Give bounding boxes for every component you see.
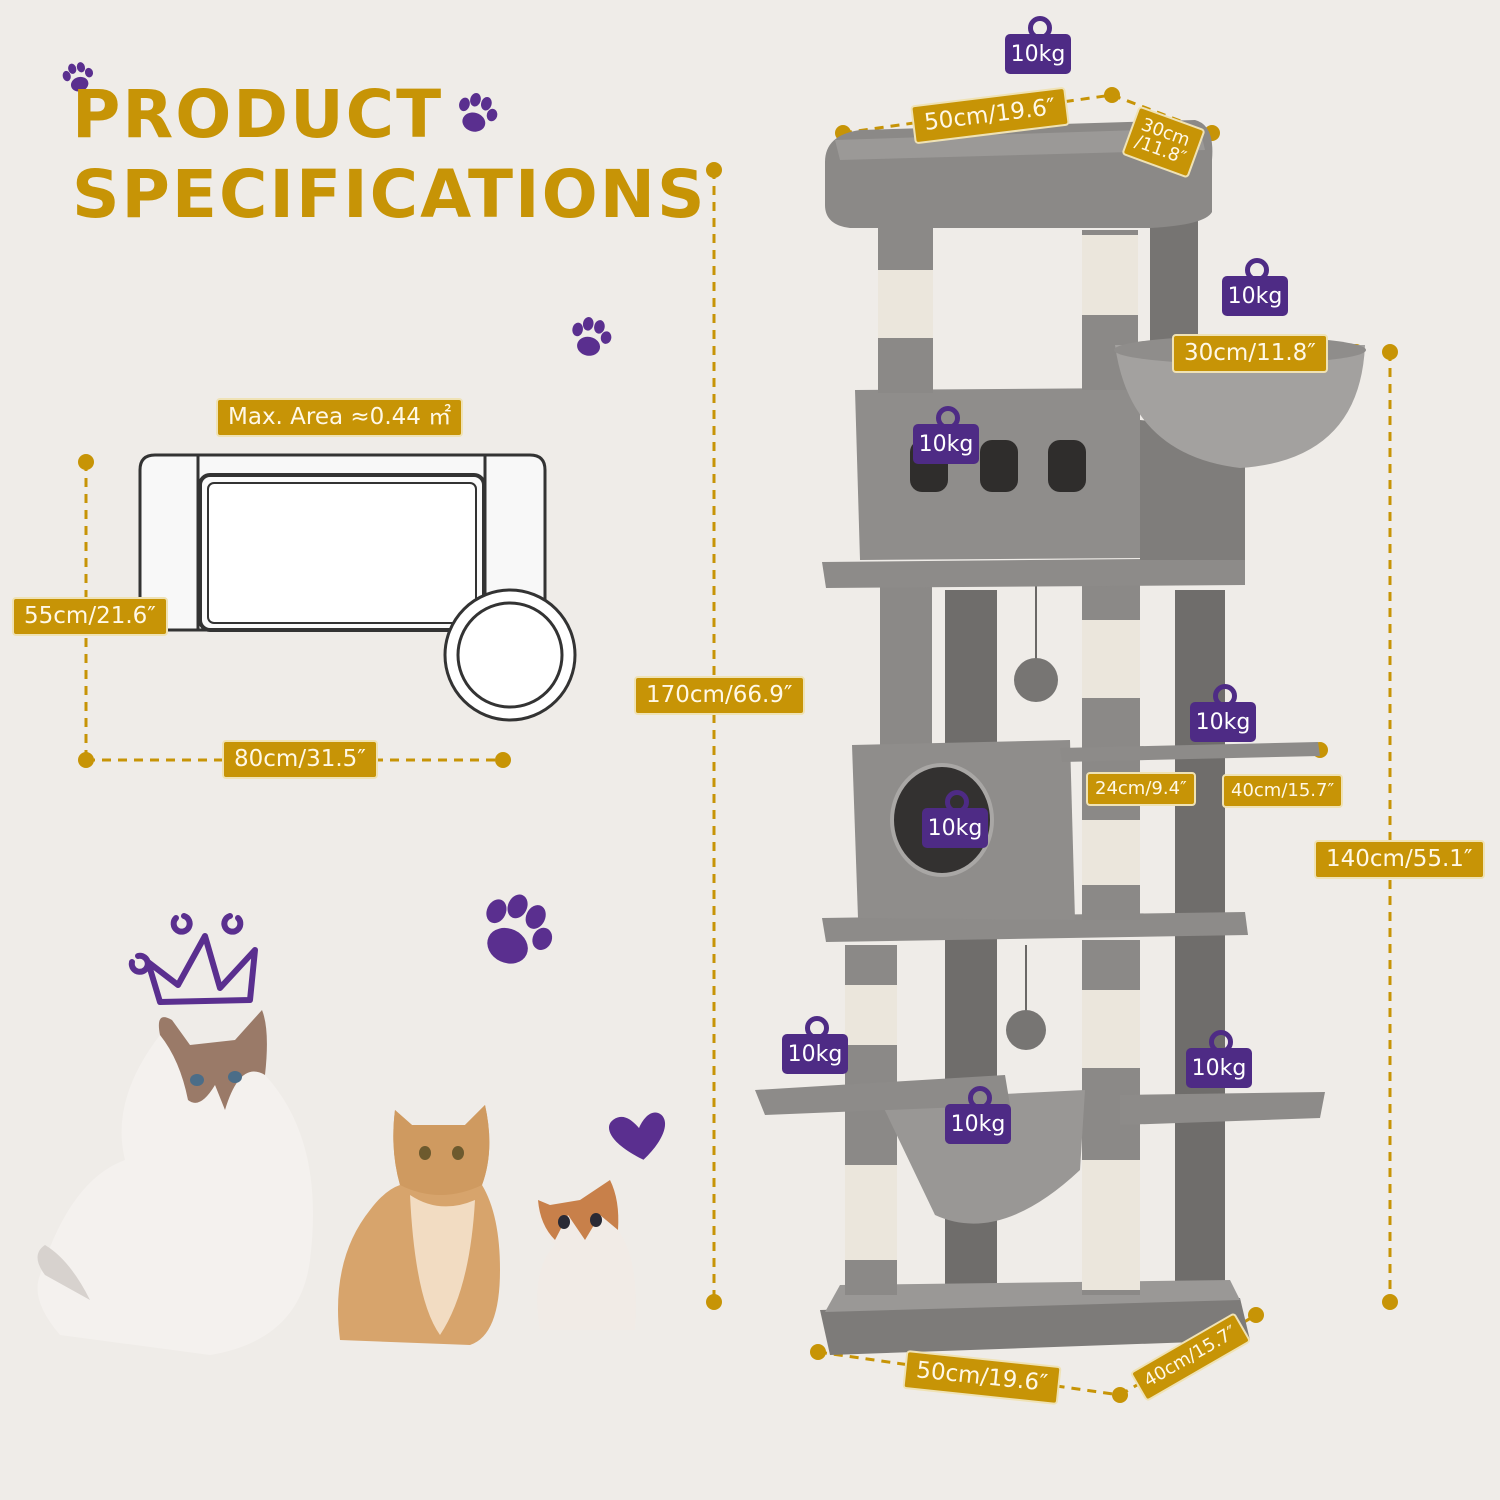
perch-length-label: 40cm/15.7″	[1222, 774, 1344, 808]
golden-shorthair-cat	[338, 1105, 500, 1345]
weight-icon: 10kg	[1222, 258, 1288, 316]
weight-icon: 10kg	[1005, 16, 1071, 74]
paw-icon	[453, 89, 502, 137]
max-area-label: Max. Area ≈0.44 ㎡	[216, 398, 464, 437]
floor-plan	[138, 453, 577, 722]
perch-width-label: 24cm/9.4″	[1086, 772, 1196, 806]
perch-load: 10kg	[1190, 702, 1256, 742]
page-title-line-1: PRODUCT	[72, 76, 444, 153]
kitten	[537, 1180, 636, 1330]
paw-icon	[568, 314, 615, 360]
right-platform-load: 10kg	[1186, 1048, 1252, 1088]
footprint-width-label: 80cm/31.5″	[222, 740, 378, 779]
weight-icon: 10kg	[1190, 684, 1256, 742]
basket-height-label: 140cm/55.1″	[1314, 840, 1485, 879]
basket-diameter-label: 30cm/11.8″	[1172, 334, 1328, 373]
weight-icon: 10kg	[945, 1086, 1011, 1144]
footprint-depth-label: 55cm/21.6″	[12, 597, 168, 636]
paw-icon	[469, 883, 565, 978]
weight-icon: 10kg	[1186, 1030, 1252, 1088]
basket-load: 10kg	[1222, 276, 1288, 316]
weight-icon: 10kg	[782, 1016, 848, 1074]
weight-icon: 10kg	[913, 406, 979, 464]
page-title-line-2: SPECIFICATIONS	[72, 156, 707, 233]
crown-icon	[128, 913, 258, 1005]
heart-icon	[609, 1112, 666, 1160]
ragdoll-cat	[37, 1010, 313, 1355]
upper-condo-load: 10kg	[913, 424, 979, 464]
weight-icon: 10kg	[922, 790, 988, 848]
lower-condo-load: 10kg	[922, 808, 988, 848]
left-platform-load: 10kg	[782, 1034, 848, 1074]
total-height-label: 170cm/66.9″	[634, 676, 805, 715]
hammock-load: 10kg	[945, 1104, 1011, 1144]
top-perch-load: 10kg	[1005, 34, 1071, 74]
